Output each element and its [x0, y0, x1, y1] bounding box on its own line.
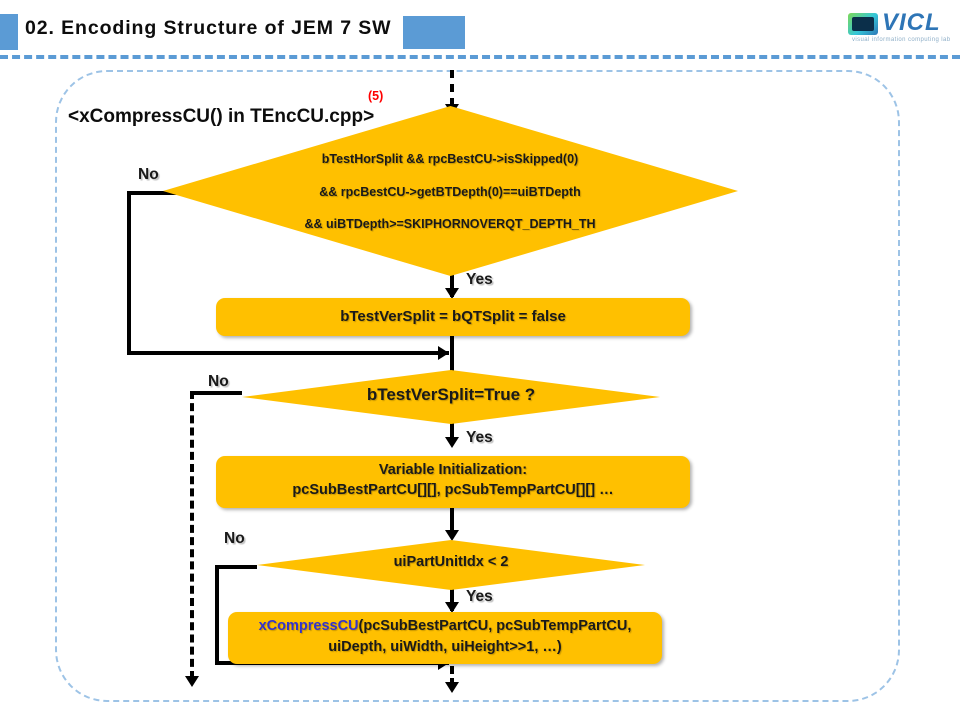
flowchart-container [55, 70, 900, 702]
step-number-badge: (5) [368, 89, 384, 103]
connector-exit-dashed [450, 666, 454, 686]
connector-exit-arrowhead [445, 682, 459, 693]
connector-d2-yes-arrowhead [445, 437, 459, 448]
process-node-set-flags[interactable] [216, 298, 690, 336]
connector-d3-no-vertical [215, 565, 219, 665]
decision1-no-label: No [138, 166, 159, 183]
decision1-yes-label: Yes [466, 271, 493, 288]
decision2-no-label: No [208, 373, 229, 390]
connector-d1-yes-arrowhead [445, 288, 459, 299]
connector-d1-no-horizontal [127, 191, 182, 195]
connector-d1-yes [450, 275, 454, 297]
connector-d3-no-horizontal [215, 565, 257, 569]
logo-wordmark: VICL [882, 9, 941, 36]
slide-header: 02. Encoding Structure of JEM 7 SW [0, 14, 960, 50]
header-accent-right-icon [403, 16, 465, 49]
connector-d2-no-arrowhead [185, 676, 199, 687]
decision3-yes-label: Yes [466, 588, 493, 605]
connector-p1-to-d2 [450, 334, 454, 372]
connector-d3-yes [450, 589, 454, 611]
decision2-yes-label: Yes [466, 429, 493, 446]
connector-entry-dashed [450, 70, 454, 106]
page-title: 02. Encoding Structure of JEM 7 SW [25, 17, 392, 39]
connector-p2-to-d3 [450, 508, 454, 538]
header-divider [0, 55, 960, 59]
connector-d3-yes-arrowhead [445, 602, 459, 613]
header-accent-left-icon [0, 14, 18, 50]
process-node-var-init[interactable] [216, 456, 690, 508]
logo-tagline: visual information computing lab [852, 37, 951, 43]
connector-d1-no-vertical [127, 191, 131, 355]
connector-d1-no-return [127, 351, 449, 355]
connector-d2-yes [450, 423, 454, 445]
connector-d2-no-horizontal [190, 391, 242, 395]
connector-d1-no-arrowhead [438, 346, 449, 360]
vicl-logo: VICL visual information computing lab [844, 10, 952, 50]
connector-d2-no-dashed [190, 391, 194, 679]
monitor-icon [848, 13, 878, 35]
process-node-recursive-call[interactable] [228, 612, 662, 664]
decision3-no-label: No [224, 530, 245, 547]
flowchart-title: <xCompressCU() in TEncCU.cpp> [68, 106, 375, 127]
connector-p2-arrowhead [445, 530, 459, 541]
